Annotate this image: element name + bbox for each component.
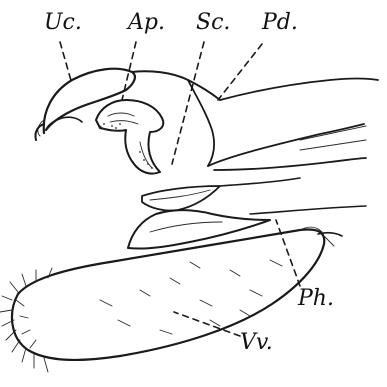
label-ph: Ph. — [298, 288, 334, 310]
valva-shape — [12, 227, 324, 360]
uncus-shape — [35, 69, 134, 140]
leader-uc — [60, 42, 72, 84]
leader-vv — [174, 312, 240, 336]
label-sc: Sc. — [196, 12, 230, 34]
label-vv: Vv. — [240, 332, 273, 354]
label-uc: Uc. — [44, 12, 82, 34]
apophysis-shape — [96, 100, 163, 174]
label-pd: Pd. — [262, 12, 298, 34]
leader-lines — [60, 42, 300, 336]
label-ap: Ap. — [128, 12, 165, 34]
tegumen-outline — [132, 71, 378, 166]
scaphium-aedeagus — [142, 124, 366, 211]
